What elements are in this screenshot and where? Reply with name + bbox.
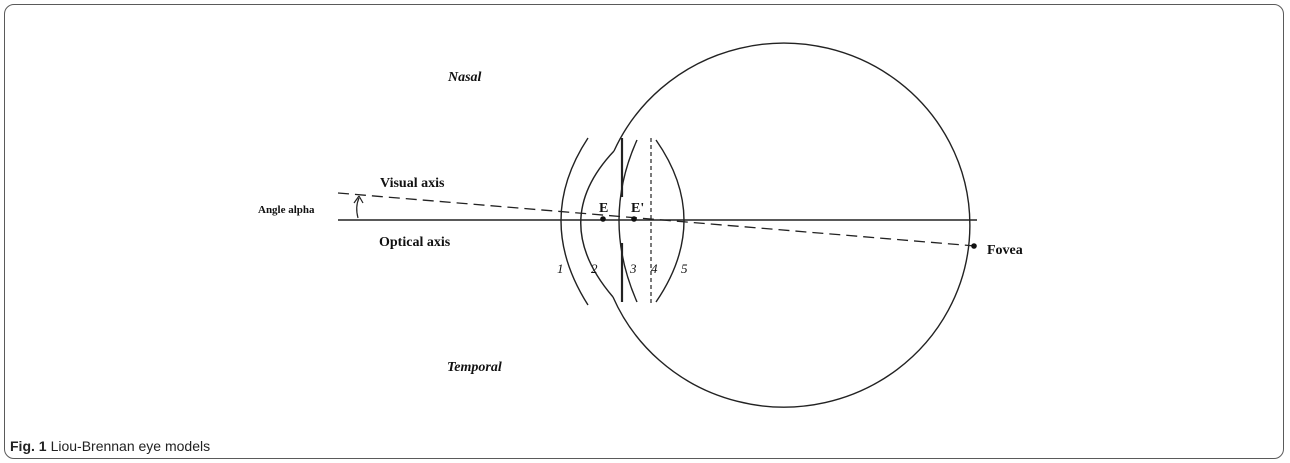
surface-label-3: 3 xyxy=(629,261,637,276)
figure-title: Liou-Brennan eye models xyxy=(50,438,211,454)
surface-label-1: 1 xyxy=(557,261,564,276)
angle-alpha-label: Angle alpha xyxy=(258,204,315,216)
point-e-label: E xyxy=(599,201,608,216)
visual-axis-line xyxy=(337,192,976,247)
nodal-point-e xyxy=(600,216,606,222)
surface-label-5: 5 xyxy=(681,261,688,276)
angle-alpha-arrowhead xyxy=(353,195,364,204)
figure-frame xyxy=(4,4,1284,459)
angle-alpha-arc xyxy=(356,197,360,219)
visual-axis-label: Visual axis xyxy=(380,176,445,191)
nasal-label: Nasal xyxy=(447,70,482,85)
cornea-posterior-surface xyxy=(580,150,615,298)
nodal-point-e-prime xyxy=(631,216,637,222)
point-e-prime-label: E' xyxy=(631,201,644,216)
fovea-point xyxy=(971,243,977,249)
temporal-label: Temporal xyxy=(447,360,502,375)
figure-number: Fig. 1 xyxy=(10,438,47,454)
surface-label-2: 2 xyxy=(591,261,598,276)
cornea-anterior-surface xyxy=(560,137,589,306)
fovea-label: Fovea xyxy=(987,243,1023,258)
optical-axis-label: Optical axis xyxy=(379,235,451,250)
eye-globe xyxy=(612,42,971,408)
surface-label-4: 4 xyxy=(651,261,658,276)
